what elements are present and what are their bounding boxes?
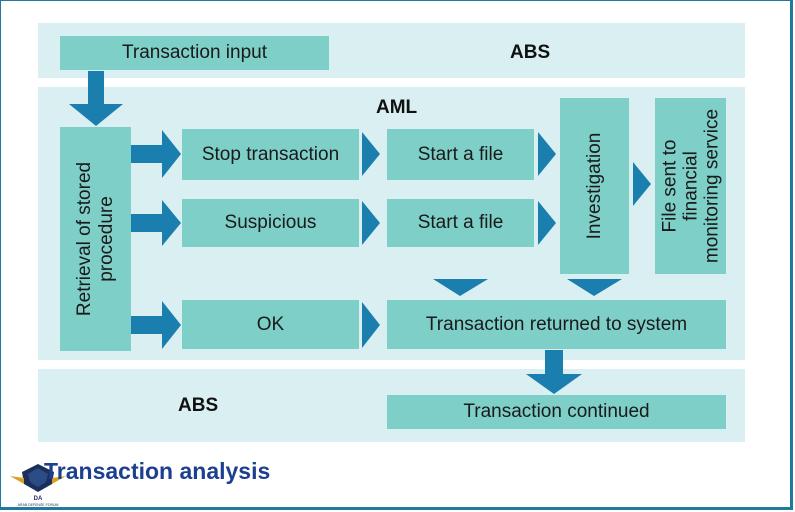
transaction-continued-box: Transaction continued — [387, 395, 726, 429]
arrow-input-down — [69, 71, 123, 126]
investigation-box: Investigation — [560, 98, 629, 274]
arrow-investigation-to-filesent — [633, 162, 651, 206]
arrow-to-suspicious — [131, 200, 181, 246]
transaction-returned-box: Transaction returned to system — [387, 300, 726, 349]
arrow-ok-to-returned — [362, 302, 380, 348]
arrow-down-to-returned-2 — [567, 279, 622, 296]
arrow-file2-to-investigation — [538, 201, 556, 245]
suspicious-box: Suspicious — [182, 199, 359, 247]
stop-transaction-box: Stop transaction — [182, 129, 359, 180]
abs-bottom-label: ABS — [178, 395, 219, 416]
forum-logo: DA ARAB DEFENSE FORUM — [10, 464, 66, 507]
arrow-returned-to-continued — [526, 350, 582, 394]
arrow-file1-to-investigation — [538, 132, 556, 176]
arrow-down-to-returned-1 — [433, 279, 488, 296]
logo-text-1: DA — [34, 496, 43, 502]
caption-title: Transaction analysis — [44, 458, 271, 484]
aml-label: AML — [376, 97, 418, 118]
logo-text-2: ARAB DEFENSE FORUM — [18, 503, 59, 507]
arrow-stop-to-file — [362, 132, 380, 176]
file-sent-box: File sent to financial monitoring servic… — [655, 98, 726, 274]
retrieval-box: Retrieval of stored procedure — [60, 127, 131, 351]
transaction-input-box: Transaction input — [60, 36, 329, 70]
ok-box: OK — [182, 300, 359, 349]
arrow-suspicious-to-file — [362, 201, 380, 245]
start-file-box-1: Start a file — [387, 129, 534, 180]
start-file-box-2: Start a file — [387, 199, 534, 247]
abs-top-label: ABS — [510, 42, 551, 63]
arrow-to-ok — [131, 301, 181, 349]
arrow-to-stop — [131, 130, 181, 178]
